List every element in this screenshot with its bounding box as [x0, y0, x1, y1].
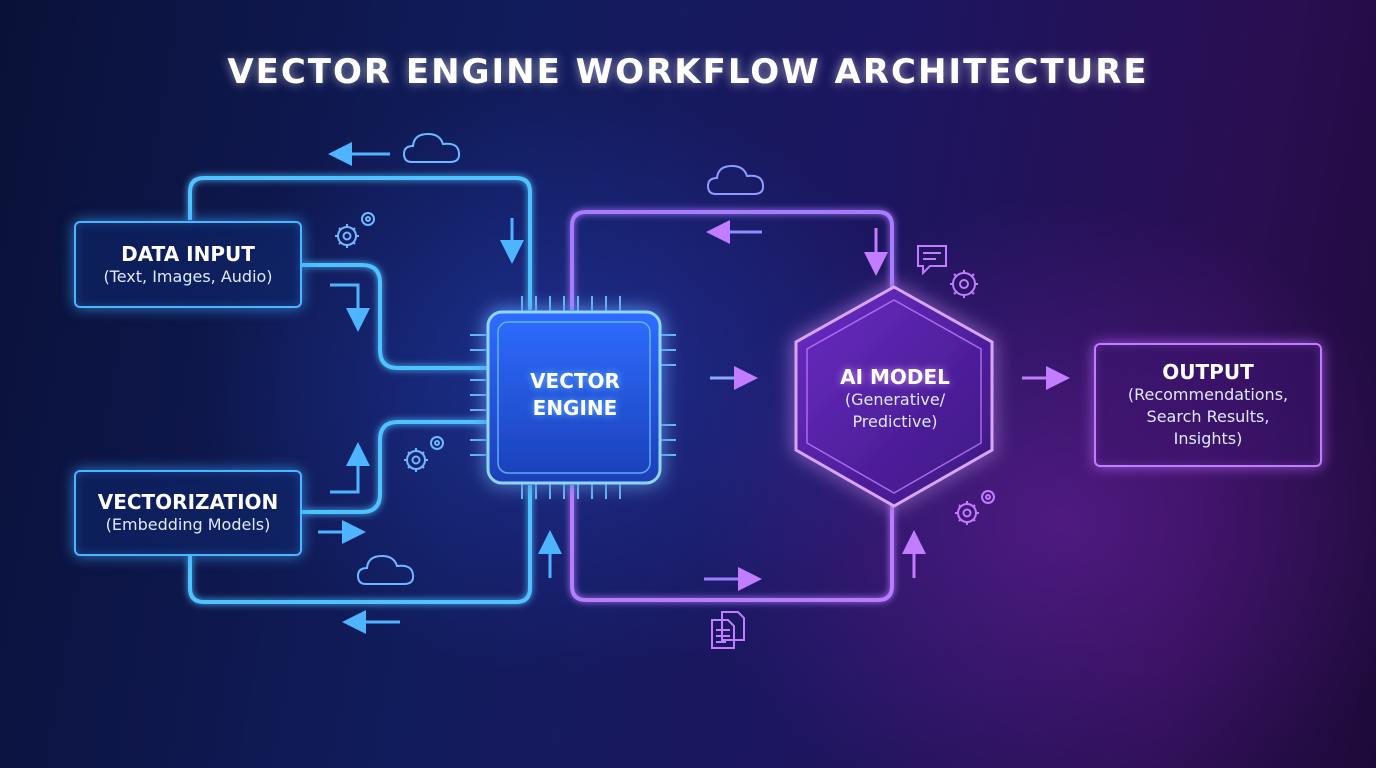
output-box: OUTPUT (Recommendations, Search Results,… — [1094, 343, 1322, 467]
cloud-icon — [356, 554, 415, 585]
data-input-heading: DATA INPUT — [121, 241, 255, 266]
vector-engine-line2: ENGINE — [532, 396, 618, 420]
loop-top-purple — [570, 210, 894, 310]
document-icon — [711, 611, 745, 649]
loop-top-blue — [188, 176, 532, 310]
data-input-box: DATA INPUT (Text, Images, Audio) — [74, 221, 302, 308]
cloud-icon — [402, 132, 461, 163]
output-heading: OUTPUT — [1162, 360, 1254, 384]
ai-model-label: AI MODEL (Generative/ Predictive) — [800, 365, 990, 433]
page-title: VECTOR ENGINE WORKFLOW ARCHITECTURE — [227, 52, 1149, 92]
gear-icon — [404, 436, 444, 472]
vectorization-detail: (Embedding Models) — [105, 515, 271, 534]
loop-bottom-purple — [570, 485, 894, 602]
arrow-icon — [330, 442, 370, 494]
ai-model-detail-2: Predictive) — [852, 412, 938, 431]
ai-model-hexagon — [794, 285, 994, 508]
vector-engine-line1: VECTOR — [530, 369, 620, 393]
arrow-icon — [330, 283, 370, 332]
vectorization-heading: VECTORIZATION — [97, 490, 279, 514]
loop-bottom-blue — [188, 485, 532, 604]
gear-icon — [955, 490, 995, 525]
vectorization-box: VECTORIZATION (Embedding Models) — [74, 470, 302, 556]
ai-model-hexagon-inner — [806, 299, 982, 494]
gear-icon — [950, 270, 978, 298]
chat-icon — [917, 245, 947, 276]
vector-engine-chip-inner — [497, 321, 651, 474]
vector-engine-chip — [486, 310, 662, 485]
output-detail-3: Insights) — [1173, 429, 1243, 448]
gear-icon — [335, 212, 375, 248]
link-data-input-chip — [302, 263, 488, 370]
ai-model-detail-1: (Generative/ — [844, 390, 946, 409]
output-detail-1: (Recommendations, — [1127, 385, 1289, 404]
link-vectorization-chip — [302, 420, 488, 514]
vector-engine-label: VECTOR ENGINE — [495, 368, 655, 422]
ai-model-heading: AI MODEL — [840, 365, 950, 389]
chip-pins — [470, 296, 676, 499]
data-input-detail: (Text, Images, Audio) — [103, 266, 273, 286]
output-detail-2: Search Results, — [1146, 407, 1270, 426]
cloud-icon — [706, 164, 765, 195]
